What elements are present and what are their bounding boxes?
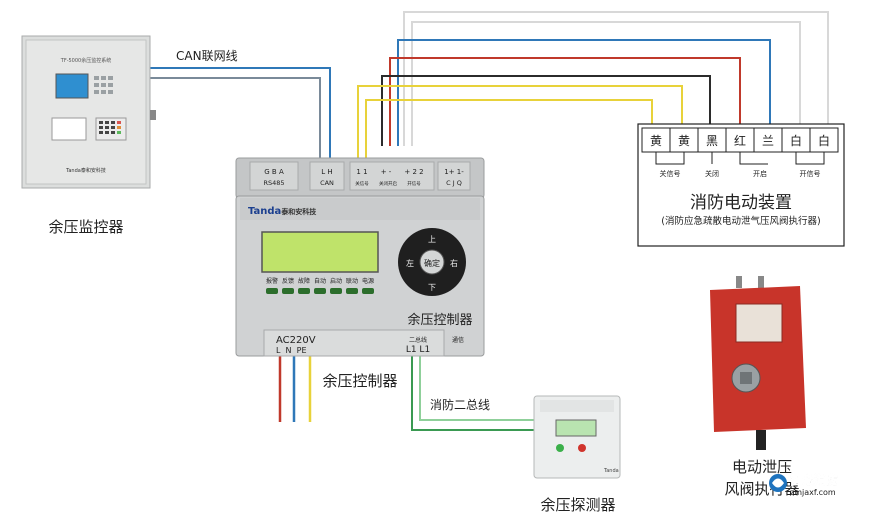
actuator-label-line1: 电动泄压 (732, 458, 792, 476)
monitor-label: 余压监控器 (48, 218, 123, 236)
terminal-group-close-signal: 关信号 (355, 180, 369, 187)
terminal-group-cjq: C J Q (446, 179, 462, 187)
monitor-buttons (94, 76, 113, 94)
controller-keypad: 确定 上 下 左 右 (398, 228, 466, 296)
monitor-brand: Tanda泰和安科技 (65, 167, 106, 174)
terminal-group-open-close: 关闭开启 (379, 180, 397, 187)
led-label-auto: 自动 (314, 277, 326, 285)
led-label-linkage: 联动 (346, 277, 358, 285)
device-terminal-1: 黄 (650, 134, 662, 148)
wire-black (381, 75, 711, 146)
terminal-group-can: CAN (320, 179, 334, 187)
terminal-pins-cjq: 1+ 1- (444, 168, 464, 176)
watermark: 智淼消防 zmjaxf.com (769, 472, 838, 497)
bottom-bus-title: 二总线 (409, 336, 427, 344)
terminal-group-rs485: RS485 (263, 179, 284, 187)
wires-top (150, 11, 829, 160)
monitor-keypad (95, 117, 127, 141)
device-subtitle: (消防应急疏散电动泄气压风阀执行器) (661, 215, 820, 227)
wire-can-blue (150, 67, 331, 160)
device-terminal-5: 兰 (762, 134, 774, 148)
wire-yellow-1 (357, 85, 683, 160)
wire-white-inner (411, 21, 801, 146)
terminal-pins-rs485: G B A (264, 168, 284, 176)
fire-bus-label: 消防二总线 (430, 397, 490, 412)
led-label-alarm: 报警 (266, 277, 278, 285)
detector-brand: Tanda (603, 468, 619, 474)
controller-lcd (261, 231, 379, 273)
keypad-center: 确定 (424, 258, 440, 268)
device-group-close: 关闭 (705, 169, 719, 178)
device-group-open: 开启 (753, 169, 767, 178)
wires-bottom (278, 355, 535, 431)
detector-led-red (578, 444, 586, 452)
controller-unit: G B A L H 1 1 + - + 2 2 1+ 1- RS485 CAN … (235, 157, 485, 357)
monitor-screen (55, 73, 89, 99)
wire-red (389, 57, 741, 146)
detector-screen (555, 419, 597, 437)
detector-label: 余压探测器 (540, 496, 615, 514)
wire-bus-2 (419, 355, 535, 421)
monitor-unit: TF-5000余压监控系统 Tanda泰和安科技 (21, 35, 156, 189)
device-terminal-3: 黑 (706, 134, 718, 148)
device-title: 消防电动装置 (690, 193, 792, 213)
led-label-feedback: 反馈 (282, 277, 294, 285)
wire-white-outer (403, 11, 829, 146)
device-terminal-6: 白 (790, 133, 802, 148)
bottom-comm-label: 通信 (452, 336, 464, 344)
monitor-printer (51, 117, 87, 141)
bottom-power-pins: L N PE (276, 346, 307, 355)
wire-blue (397, 39, 771, 146)
detector-led-green (556, 444, 564, 452)
terminal-pins-open-close: + - (381, 168, 392, 176)
terminal-pins-close-signal: 1 1 (356, 168, 367, 176)
keypad-left: 左 (406, 258, 414, 268)
device-terminal-2: 黄 (678, 134, 690, 148)
monitor-lock-icon (150, 110, 156, 120)
can-line-label: CAN联网线 (176, 49, 238, 63)
watermark-cn: 智淼消防 (789, 472, 838, 487)
wire-bus-1 (411, 355, 535, 431)
led-label-start: 启动 (330, 277, 342, 285)
wire-yellow-2 (365, 99, 653, 160)
actuator-label-line2: 风阀执行器 (724, 480, 799, 498)
device-group-open-signal: 开信号 (800, 169, 821, 178)
keypad-down: 下 (428, 283, 436, 292)
led-label-fault: 故障 (298, 277, 310, 285)
bottom-bus-pins: L1 L1 (406, 345, 430, 355)
terminal-pins-open-signal: + 2 2 (404, 168, 423, 176)
fire-device-box: 黄 黄 黑 红 兰 白 白 关信号 关闭 开启 开信号 消防电动装置 (消防应急… (637, 123, 845, 247)
keypad-up: 上 (428, 235, 436, 244)
controller-brand: Tanda泰和安科技 (248, 206, 317, 217)
led-label-power: 电源 (362, 277, 374, 285)
device-group-close-signal: 关信号 (660, 169, 681, 178)
controller-leds: 报警 反馈 故障 自动 启动 联动 电源 (266, 277, 374, 294)
wire-can-gray (150, 77, 321, 160)
watermark-url: zmjaxf.com (790, 488, 836, 497)
terminal-group-open-signal: 开信号 (407, 180, 421, 187)
monitor-screen-title: TF-5000余压监控系统 (60, 57, 111, 64)
terminal-pins-can: L H (321, 168, 332, 176)
device-terminal-4: 红 (734, 133, 746, 148)
bottom-power-label: AC220V (276, 335, 316, 346)
detector-unit: Tanda (533, 395, 621, 479)
controller-panel-caption: 余压控制器 (407, 312, 472, 328)
device-terminal-7: 白 (818, 133, 830, 148)
controller-label: 余压控制器 (322, 372, 397, 390)
keypad-right: 右 (450, 258, 458, 268)
actuator-unit (710, 276, 806, 450)
